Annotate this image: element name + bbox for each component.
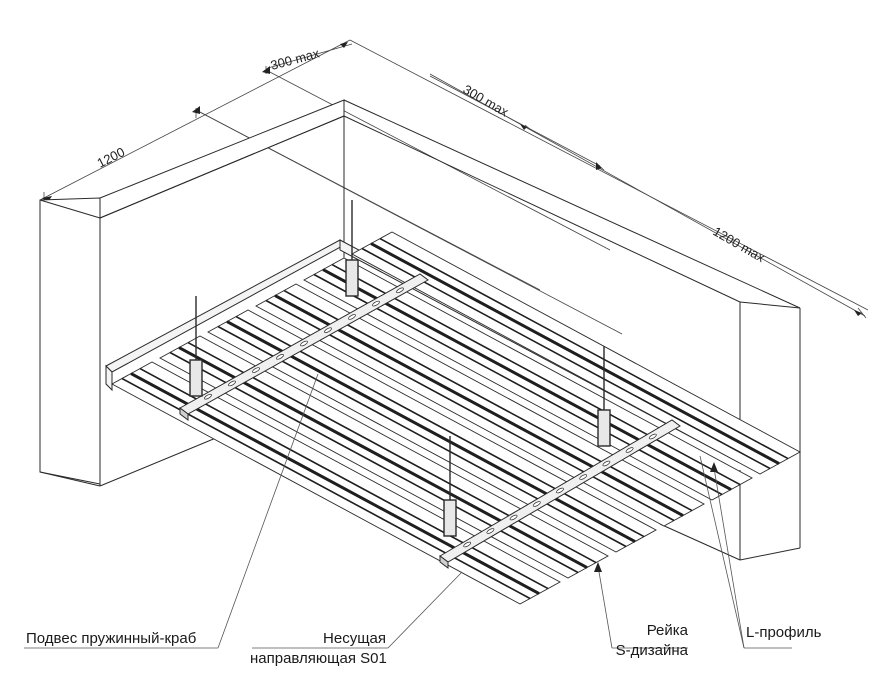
rail-slot — [324, 327, 332, 333]
label-slat-line2: S-дизайна — [615, 642, 688, 659]
slat-groove — [217, 325, 627, 548]
rail-slot — [204, 393, 212, 400]
rail-slot — [556, 487, 564, 494]
rail-slot — [648, 433, 657, 440]
slat-groove — [379, 237, 789, 460]
slat-groove — [370, 242, 780, 465]
rail-slot — [228, 380, 236, 387]
slat-groove — [235, 315, 645, 538]
label-hanger: Подвес пружинный-краб — [26, 630, 197, 647]
slat-groove — [178, 346, 588, 569]
rail-slot — [348, 314, 356, 320]
hangers — [189, 200, 611, 537]
label-l-profile: L-профиль — [746, 624, 822, 641]
slat-groove — [121, 377, 531, 600]
dim-left-depth: 1200 — [95, 144, 128, 170]
slat-groove — [283, 289, 693, 512]
leader-lines — [24, 373, 792, 649]
slat-groove — [139, 367, 549, 590]
slat-groove — [274, 294, 684, 517]
dim-right-depth: 1200 max — [711, 224, 768, 266]
rail-slot — [300, 340, 308, 347]
slat-groove — [187, 341, 597, 564]
slat-groove — [313, 273, 723, 496]
rail-slot — [602, 460, 611, 467]
dim-left-spacing: 300 max — [269, 45, 322, 73]
l-profile-left — [105, 239, 347, 392]
dim-right-spacing: 300 max — [461, 82, 512, 120]
slat-groove — [322, 268, 732, 491]
slat-groove — [331, 263, 741, 486]
rail-slot — [276, 354, 284, 360]
label-carrier-line1: Несущая — [323, 630, 386, 647]
slat-groove — [226, 320, 636, 543]
slat-groove — [361, 247, 771, 470]
label-carrier-line2: направляющая S01 — [250, 650, 387, 667]
rail-slot — [463, 541, 472, 548]
rail-slot — [509, 514, 518, 521]
rail-slot — [372, 300, 380, 307]
slat-groove — [265, 299, 675, 522]
slat-groove — [130, 372, 540, 595]
rail-slot — [625, 447, 634, 453]
rail-slot — [486, 528, 495, 534]
slat-groove — [169, 351, 579, 574]
leader-arrows — [594, 462, 718, 572]
rail-slot — [532, 501, 541, 507]
rail-slot — [252, 367, 260, 373]
rail-slot — [396, 287, 404, 294]
rail-slot — [579, 474, 588, 480]
dimension-ticks — [42, 42, 862, 316]
rail-slots — [204, 287, 657, 548]
label-slat-line1: Рейка — [646, 622, 688, 639]
